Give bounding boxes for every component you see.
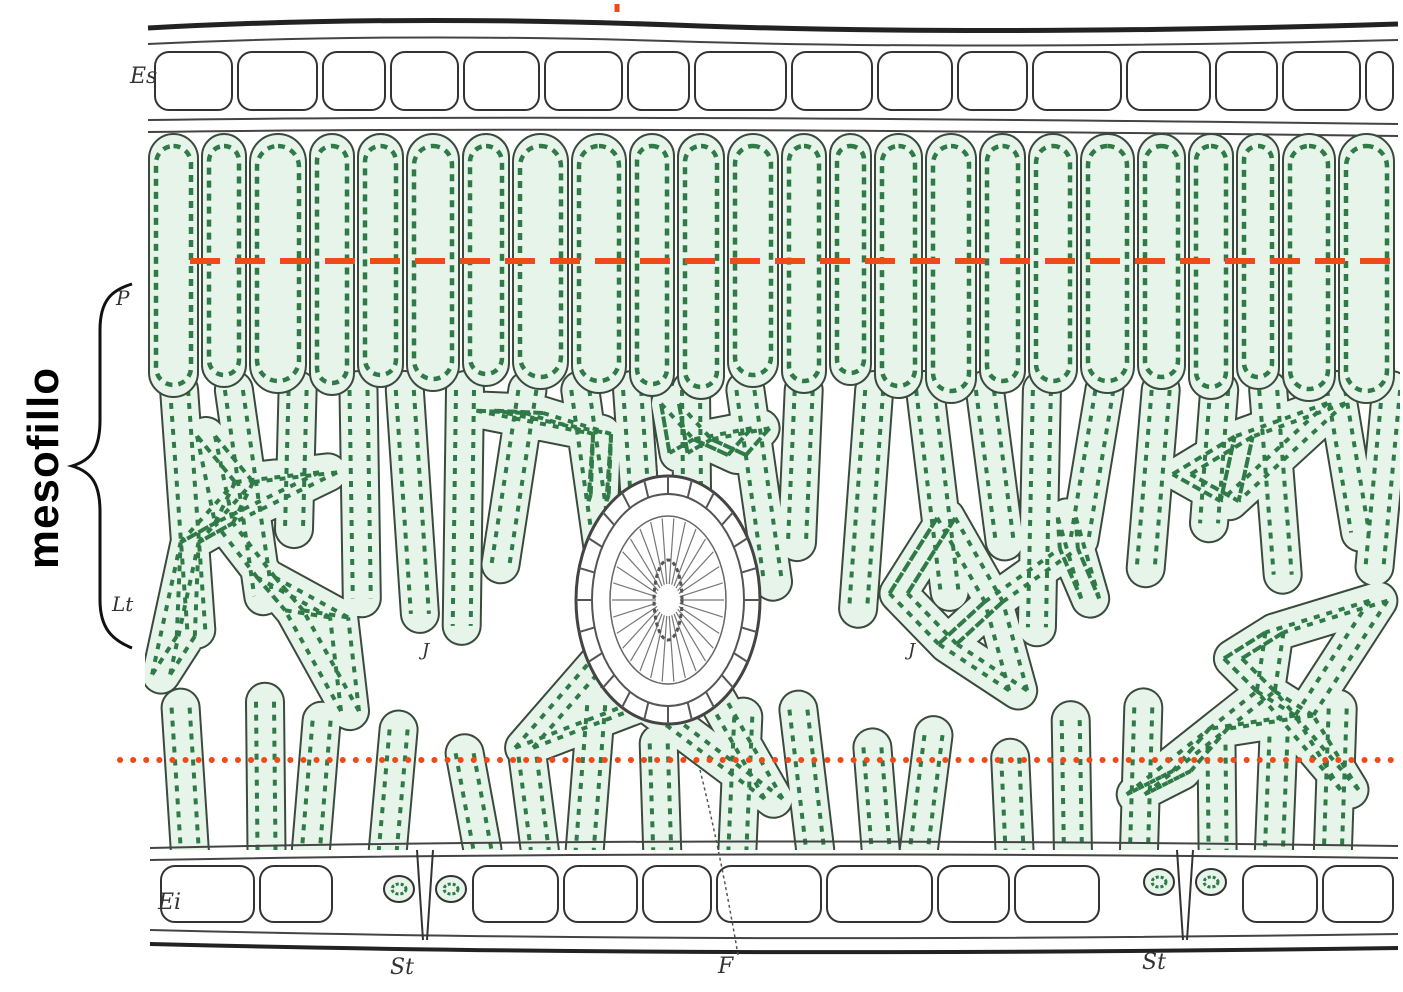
guard-cell — [1144, 869, 1174, 895]
lower-epidermis-label: Ei — [158, 890, 181, 915]
upper-epidermis-cell — [695, 52, 786, 110]
stoma-left-label: St — [390, 955, 414, 980]
lower-epidermis-cell — [260, 866, 332, 922]
lower-epidermis-cell — [643, 866, 711, 922]
upper-epidermis-cell — [155, 52, 232, 110]
upper-epidermis-cell — [1366, 52, 1393, 110]
lower-epidermis-cell — [938, 866, 1009, 922]
palisade-label: P — [116, 286, 129, 310]
spongy-label: Lt — [112, 592, 133, 616]
stoma-pore — [1177, 850, 1193, 940]
lower-epidermis-cell — [564, 866, 637, 922]
spongy-parenchyma — [152, 390, 1400, 850]
guard-cell — [436, 876, 466, 902]
upper-epidermis-cell — [792, 52, 872, 110]
lower-epidermis-cell — [1243, 866, 1317, 922]
guard-cell — [384, 876, 414, 902]
upper-epidermis-label: Es — [130, 64, 157, 89]
stoma-pore — [417, 850, 433, 940]
lower-epidermis-cell — [1015, 866, 1099, 922]
vascular-bundle — [576, 476, 760, 724]
lower-epidermis — [150, 841, 1398, 952]
vascular-label: F — [718, 954, 733, 979]
mesophyll — [149, 134, 1400, 850]
palisade-parenchyma — [149, 134, 1394, 403]
intercellular-label-left: J — [422, 640, 429, 661]
lower-epidermis-cell — [473, 866, 558, 922]
upper-epidermis-cell — [545, 52, 622, 110]
upper-epidermis — [148, 20, 1398, 136]
upper-epidermis-cell — [878, 52, 952, 110]
upper-epidermis-cell — [958, 52, 1027, 110]
lower-epidermis-cell — [827, 866, 932, 922]
upper-epidermis-cell — [391, 52, 458, 110]
guard-cell — [1196, 869, 1226, 895]
mesophyll-label: mesofillo — [19, 367, 69, 569]
upper-epidermis-cell — [1216, 52, 1277, 110]
lower-epidermis-cell — [1323, 866, 1393, 922]
lower-epidermis-cell — [717, 866, 821, 922]
upper-epidermis-cell — [238, 52, 317, 110]
upper-epidermis-cell — [1127, 52, 1210, 110]
upper-epidermis-cell — [1033, 52, 1121, 110]
intercellular-label-right: J — [908, 640, 915, 661]
upper-epidermis-cell — [628, 52, 689, 110]
upper-epidermis-cell — [1283, 52, 1360, 110]
upper-epidermis-cell — [464, 52, 539, 110]
stoma-right-label: St — [1142, 950, 1166, 975]
upper-epidermis-cell — [323, 52, 385, 110]
